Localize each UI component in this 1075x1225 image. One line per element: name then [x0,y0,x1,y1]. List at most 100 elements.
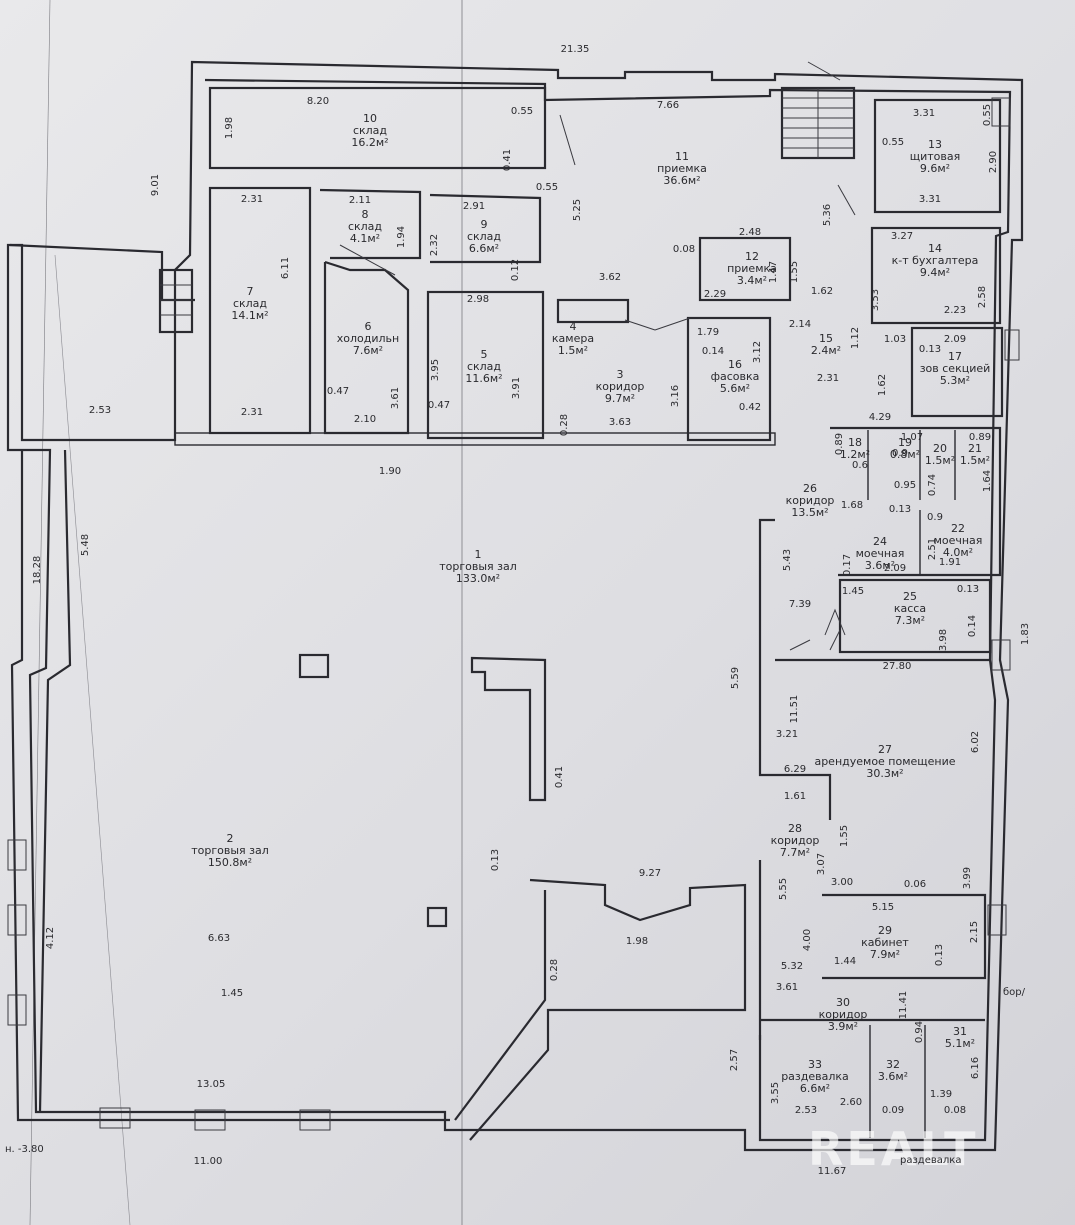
room-area: 9.6м² [920,162,950,175]
dimension-label: 13.05 [197,1079,226,1090]
room-area: 150.8м² [208,856,252,869]
room-area: 1.2м² [840,448,870,461]
dimension-label: 0.12 [510,259,521,281]
dimension-label: 8.20 [307,96,329,107]
mark-text: раздевалка [900,1155,961,1166]
room-name: коридор [596,380,645,393]
room-number: 33 [808,1058,822,1071]
dimension-label: 2.53 [89,405,111,416]
room-name: кабинет [861,936,909,949]
room-area: 1.5м² [558,344,588,357]
left-wall-2 [38,449,72,1113]
dimension-label: 1.94 [396,226,407,248]
room-name: к-т бухгалтера [892,254,979,267]
room-25-wall [838,578,992,654]
dimension-label: 1.55 [789,261,800,283]
dimension-label: 1.03 [884,334,906,345]
dimension-label: 2.29 [704,289,726,300]
room-name: торговыя зал [191,844,269,857]
dimension-label: 5.32 [781,961,803,972]
window [7,994,27,1026]
room-number: 15 [819,332,833,345]
room-17-wall [910,326,1004,418]
dimension-label: 3.98 [938,629,949,651]
room-number: 27 [878,743,892,756]
dimension-label: 0.95 [894,480,916,491]
dimension-label: 6.63 [208,933,230,944]
dimension-label: 1.44 [834,956,856,967]
dimension-label: 0.47 [428,400,450,411]
dimension-label: 6.16 [970,1057,981,1079]
dimension-label: 3.07 [816,853,827,875]
dimension-label: 0.55 [511,106,533,117]
room-area: 3.9м² [828,1020,858,1033]
room-9-wall [429,193,542,264]
dimension-label: 0.9 [892,448,908,459]
dimension-label: 2.11 [349,195,371,206]
room-area: 7.9м² [870,948,900,961]
room-area: 3.6м² [878,1070,908,1083]
dimension-label: 1.91 [939,557,961,568]
vestibule-wall-2 [454,890,547,1121]
dimension-label: 6.29 [784,764,806,775]
room-14-wall [870,226,1002,325]
room-area: 36.6м² [663,174,700,187]
dimension-label: 3.61 [776,982,798,993]
column [298,653,330,679]
window [299,1109,331,1131]
dimension-label: 1.45 [221,988,243,999]
room-29-wall [822,893,987,980]
outer-wall [6,60,1024,1152]
dimension-label: 0.41 [502,149,513,171]
room-area: 4.1м² [350,232,380,245]
dimension-label: 1.98 [626,936,648,947]
dimension-label: 0.28 [559,414,570,436]
room-4-wall [556,298,630,324]
dimension-label: 0.9 [927,512,943,523]
room-number: 24 [873,535,887,548]
dimension-label: 4.12 [45,927,56,949]
dimension-label: 3.99 [962,867,973,889]
dimension-label: 6.11 [280,257,291,279]
dimension-label: 0.74 [927,474,938,496]
door-swing [339,244,396,276]
dimension-label: 0.08 [944,1105,966,1116]
room-number: 14 [928,242,942,255]
dimension-label: 0.17 [842,554,853,576]
dimension-label: 2.09 [884,563,906,574]
dimension-label: 11.00 [194,1156,223,1167]
dimension-label: 3.61 [390,387,401,409]
room-area: 16.2м² [351,136,388,149]
room-area: 9.7м² [605,392,635,405]
dimension-label: 9.01 [150,174,161,196]
room-area: 11.6м² [465,372,502,385]
door-swing [837,184,856,216]
dimension-label: 2.15 [969,921,980,943]
room-name: моечная [934,534,983,547]
dimension-label: 2.48 [739,227,761,238]
window [99,1107,131,1129]
room-number: 18 [848,436,862,449]
dimension-label: 0.47 [327,386,349,397]
room-number: 8 [362,208,369,221]
dimension-label: 0.55 [982,104,993,126]
dimension-label: 1.12 [850,327,861,349]
dimension-label: 0.14 [702,346,724,357]
dimension-label: 5.25 [572,199,583,221]
room-number: 26 [803,482,817,495]
dimension-label: 3.12 [752,341,763,363]
dimension-label: 1.98 [224,117,235,139]
dimension-label: 0.28 [549,959,560,981]
door-swing [559,114,576,166]
dimension-label: 1.79 [697,327,719,338]
dimension-label: 0.06 [904,879,926,890]
dimension-label: 0.08 [673,244,695,255]
room-name: приемка [657,162,707,175]
dimension-label: 1.61 [784,791,806,802]
dimension-label: 9.27 [639,868,661,879]
room-27-wall [758,518,832,820]
dimension-label: 1.55 [839,825,850,847]
room-number: 4 [570,320,577,333]
